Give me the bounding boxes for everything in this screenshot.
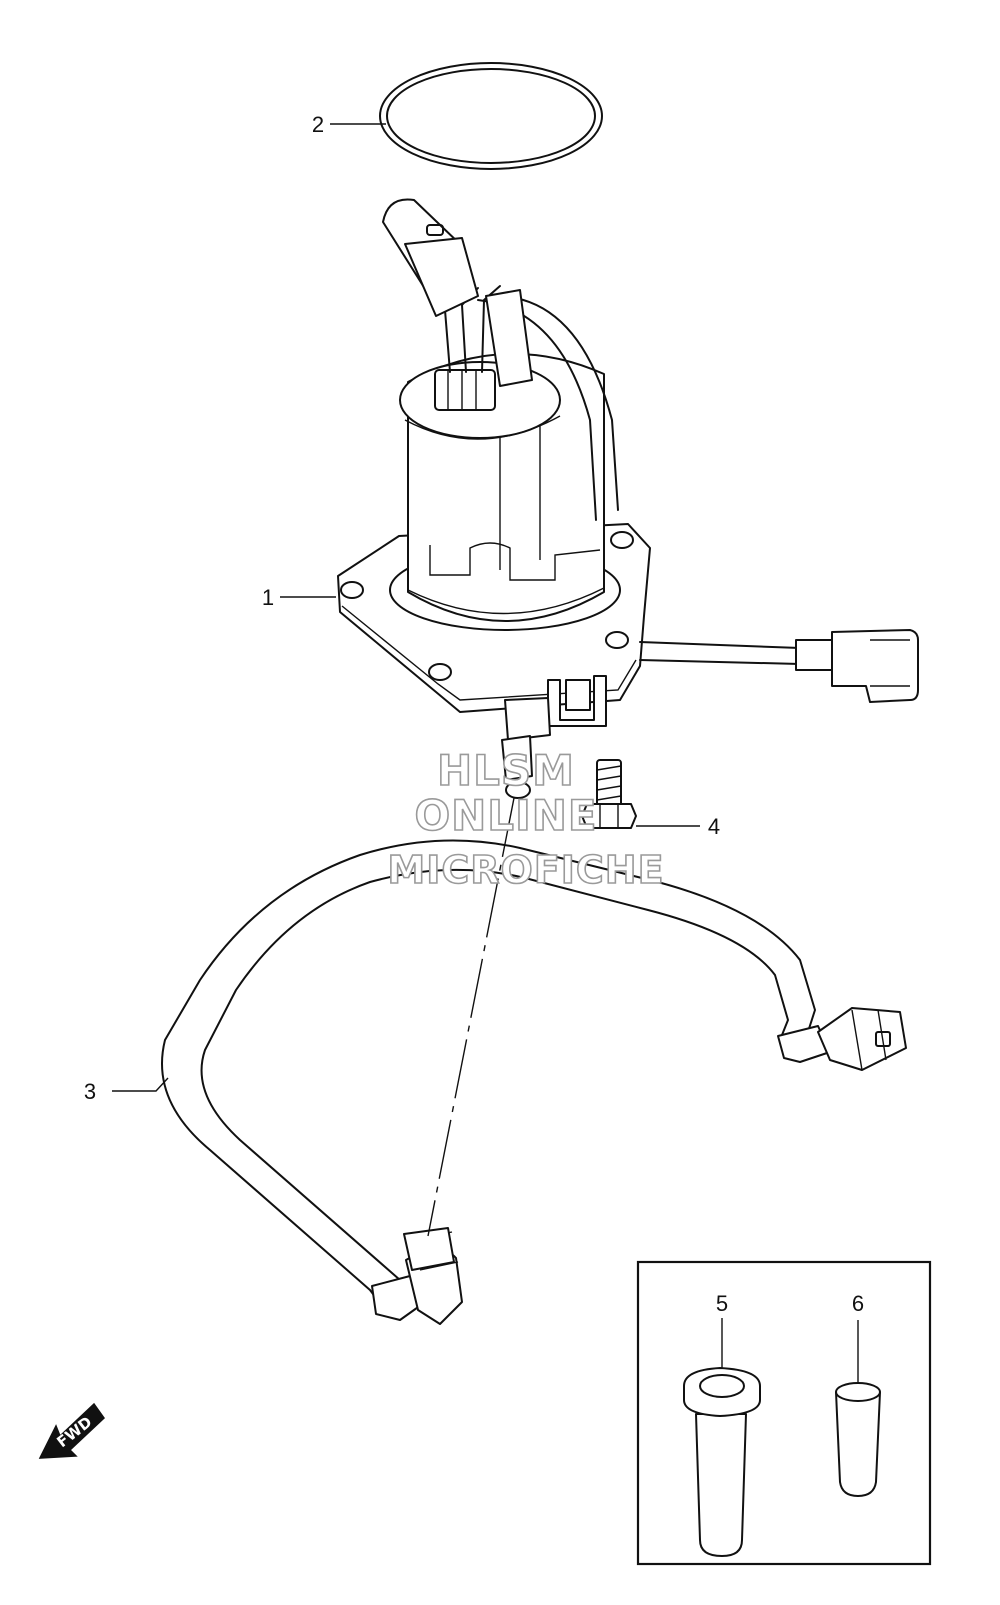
cap-part-6 xyxy=(835,1382,881,1497)
callout-1: 1 xyxy=(262,585,274,610)
watermark-line-2: ONLINE xyxy=(414,791,597,840)
callout-5: 5 xyxy=(716,1291,728,1316)
o-ring-part-2 xyxy=(379,62,603,170)
fwd-arrow-icon: FWD xyxy=(38,1402,105,1459)
grommet-part-5 xyxy=(683,1367,761,1557)
inset-box xyxy=(636,1260,932,1566)
fuel-hose-part-3 xyxy=(161,839,907,1325)
callout-leaders xyxy=(112,123,859,1384)
callout-6: 6 xyxy=(852,1291,864,1316)
callout-4: 4 xyxy=(708,814,720,839)
watermark-line-3: MICROFICHE xyxy=(387,848,664,892)
fuel-pump-part-1 xyxy=(337,198,919,799)
watermark-line-1: HLSM xyxy=(437,746,575,795)
bolt-part-4 xyxy=(581,759,637,829)
callout-2: 2 xyxy=(312,112,324,137)
assembly-guide-line xyxy=(427,797,515,1237)
callout-3: 3 xyxy=(84,1079,96,1104)
